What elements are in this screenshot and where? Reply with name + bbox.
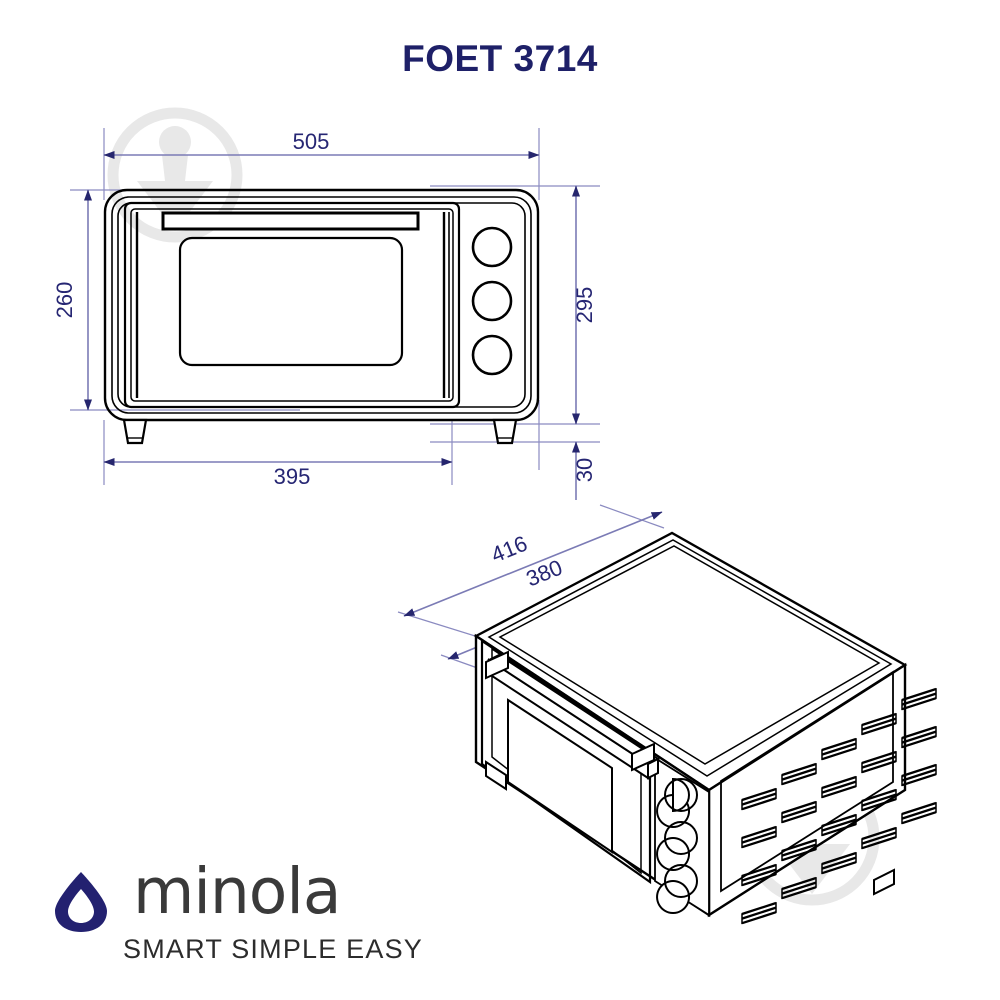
logo-wordmark: minola	[133, 855, 341, 928]
dimension-416-label: 416	[487, 531, 530, 568]
iso-foot-left	[485, 760, 507, 791]
front-door-handle	[161, 211, 420, 231]
dimension-260: 260	[52, 189, 92, 411]
dimension-295: 295	[572, 185, 597, 425]
front-door-panel	[123, 201, 461, 409]
page-title: FOET 3714	[402, 38, 598, 79]
dimension-395-label: 395	[274, 464, 311, 489]
dimension-295-label: 295	[572, 287, 597, 324]
brand-logo: minola SMART SIMPLE EASY	[45, 855, 422, 972]
iso-handle-mount-right	[631, 742, 655, 772]
iso-front-face	[474, 633, 711, 918]
iso-door-handle	[485, 650, 661, 780]
iso-foot-right	[873, 868, 895, 896]
iso-door-window	[507, 698, 613, 854]
logo-tagline: SMART SIMPLE EASY	[123, 934, 423, 964]
iso-handle-mount-left	[485, 650, 509, 680]
dimension-380-label: 380	[522, 555, 565, 592]
minola-droplet-icon	[55, 872, 107, 932]
isometric-view: 416 380	[397, 504, 938, 925]
iso-knobs	[656, 777, 698, 914]
front-foot-left	[122, 418, 148, 445]
front-control-panel	[471, 226, 513, 376]
iso-knob-2-base	[656, 837, 691, 871]
front-feet	[122, 418, 518, 445]
dimension-260-label: 260	[52, 282, 77, 319]
front-knob-3	[471, 334, 513, 376]
front-door-window	[178, 236, 404, 367]
dimension-395: 395	[103, 458, 453, 489]
front-knob-1	[471, 226, 513, 268]
dimension-505-label: 505	[293, 129, 330, 154]
iso-door-frame	[480, 638, 652, 885]
front-view: 505 260 295 30 395	[52, 128, 600, 500]
iso-bottom-edge	[708, 789, 906, 916]
dimension-30: 30	[572, 441, 597, 500]
dimension-505: 505	[103, 129, 540, 159]
front-knob-2	[471, 280, 513, 322]
iso-knob-3-base	[656, 880, 691, 914]
dimension-30-label: 30	[572, 458, 597, 482]
front-foot-right	[492, 418, 518, 445]
